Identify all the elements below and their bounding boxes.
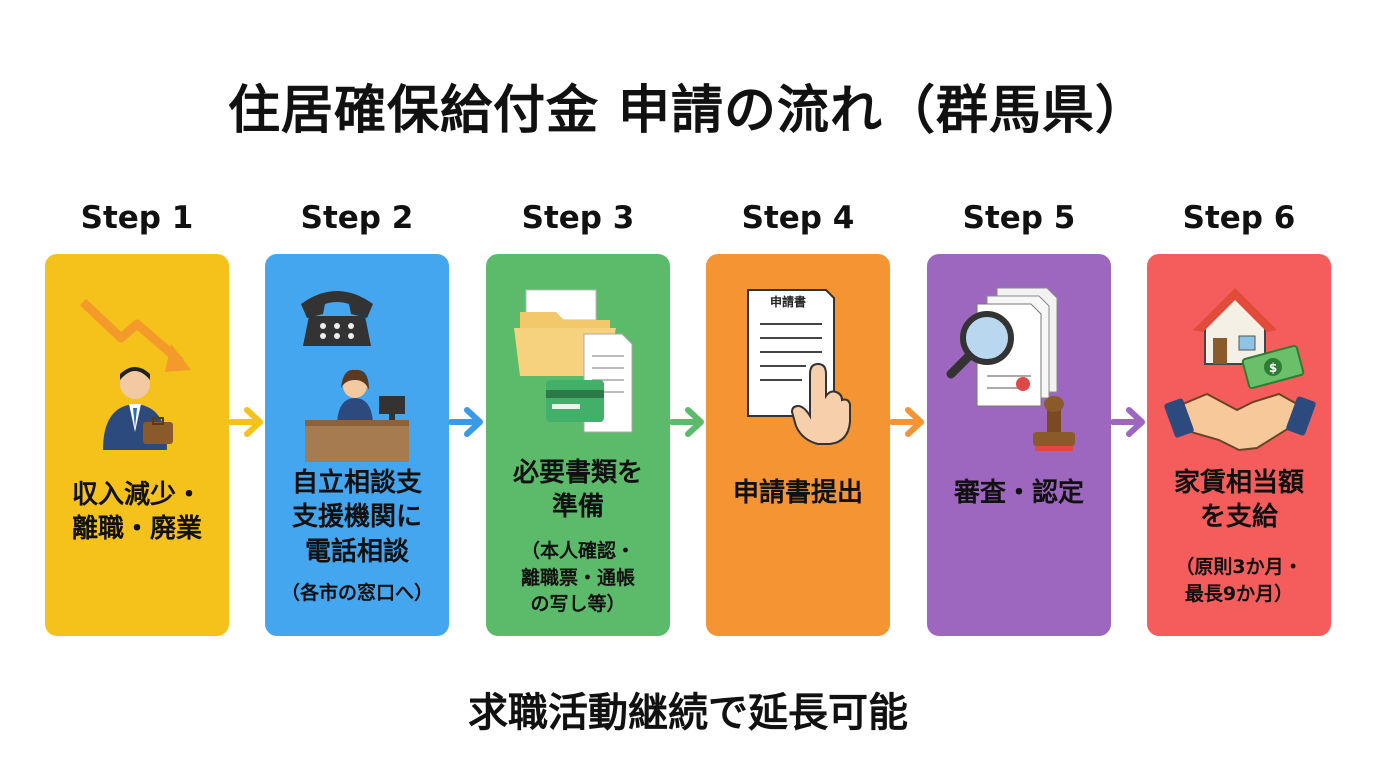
step-5-card: 審査・認定 [927, 254, 1111, 636]
step-3-text: 必要書類を 準備 [512, 458, 643, 523]
step-1-text: 収入減少・ 離職・廃業 [71, 480, 202, 545]
application-form-icon: 申請書 [706, 272, 890, 462]
step-5-label: Step 5 [962, 200, 1076, 236]
step-2-to-3-arrow-icon [449, 407, 483, 437]
step-6-card: $ 家賃相当額 を支給 （原則3か月・ 最長9か月） [1147, 254, 1331, 636]
step-4-text: 申請書提出 [732, 478, 863, 508]
step-2-subtext: （各市の窓口へ） [280, 582, 433, 604]
rent-payment-icon: $ [1147, 272, 1331, 462]
step-3-label: Step 3 [521, 200, 635, 236]
documents-icon [486, 272, 670, 462]
step-3-card: 必要書類を 準備 （本人確認・ 離職票・通帳 の写し等） [486, 254, 670, 636]
step-4-card: 申請書 申請書提出 [706, 254, 890, 636]
review-icon [927, 272, 1111, 462]
step-5-to-6-arrow-icon [1111, 407, 1145, 437]
step-4-label: Step 4 [741, 200, 855, 236]
step-2-card: 自立相談支 支援機関に 電話相談 （各市の窓口へ） [265, 254, 449, 636]
footer-note: 求職活動継続で延長可能 [468, 690, 908, 736]
step-2-text: 自立相談支 支援機関に 電話相談 [291, 468, 422, 567]
step-3-subtext: （本人確認・ 離職票・通帳 の写し等） [520, 540, 635, 616]
step-5-text: 審査・認定 [953, 478, 1084, 508]
step-4-to-5-arrow-icon [890, 407, 924, 437]
step-6-subtext: （原則3か月・ 最長9か月） [1175, 556, 1303, 605]
step-6-text: 家賃相当額 を支給 [1173, 468, 1304, 533]
step-2-label: Step 2 [300, 200, 414, 236]
step-1-label: Step 1 [80, 200, 194, 236]
page-title: 住居確保給付金 申請の流れ（群馬県） [227, 81, 1149, 141]
step-3-to-4-arrow-icon [670, 407, 704, 437]
phone-consultation-icon [265, 272, 449, 464]
declining-income-icon [45, 272, 229, 462]
form-icon-label: 申請書 [770, 294, 806, 309]
step-1-to-2-arrow-icon [229, 407, 263, 437]
svg-text:$: $ [1269, 361, 1277, 375]
step-6-label: Step 6 [1182, 200, 1296, 236]
step-1-card: 収入減少・ 離職・廃業 [45, 254, 229, 636]
